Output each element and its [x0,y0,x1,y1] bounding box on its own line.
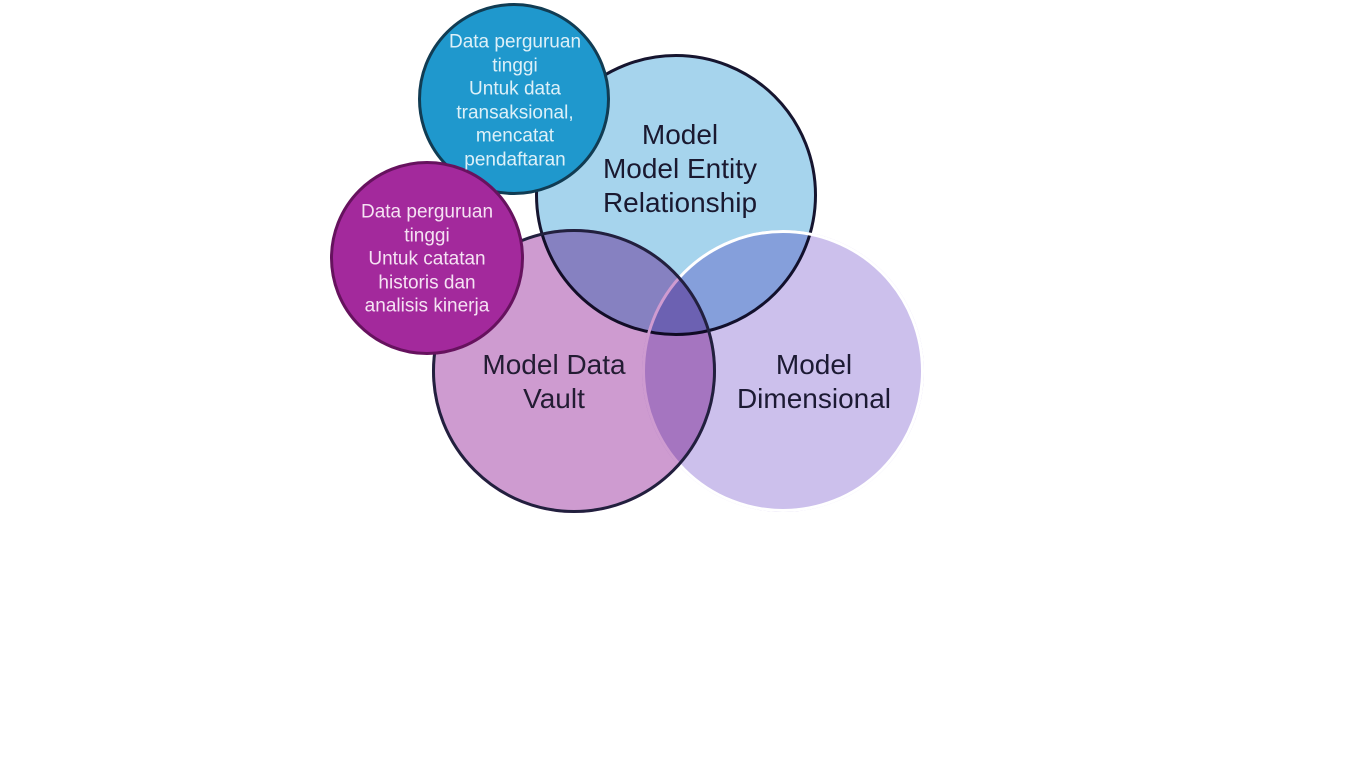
data-vault-circle-outline [432,229,716,513]
historical-data-note-circle [330,161,524,355]
